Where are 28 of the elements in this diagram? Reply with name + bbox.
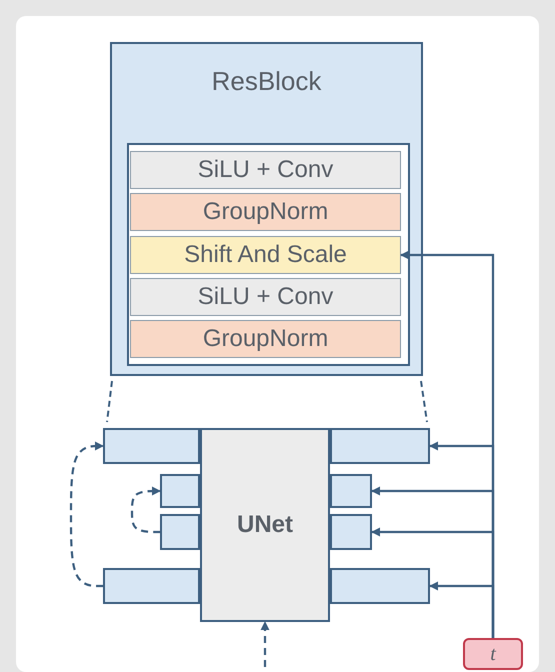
timestep-box (463, 638, 523, 670)
unet-level-bar (103, 568, 200, 604)
resblock-box (110, 42, 423, 376)
block-title: ResBlock (212, 66, 322, 97)
dashed-arrow (260, 621, 270, 667)
unet-level-bar (330, 568, 430, 604)
unet-level-bar (160, 474, 200, 508)
timestep-label: t (490, 642, 496, 666)
unet-level-bar (330, 428, 430, 464)
layer-box (130, 278, 401, 316)
unet-level-bar (160, 514, 200, 550)
layer-box (130, 236, 401, 274)
unet-box (200, 428, 330, 622)
layer-label: GroupNorm (202, 325, 328, 353)
layer-label: Shift And Scale (184, 241, 347, 269)
layer-box (130, 193, 401, 231)
dashed-arrow (130, 486, 161, 534)
layer-box (130, 320, 401, 358)
unet-level-bar (103, 428, 200, 464)
layer-label: SiLU + Conv (198, 283, 334, 311)
arrow (429, 582, 494, 638)
layer-label: UNet (236, 511, 293, 539)
dashed-arrow (70, 442, 104, 588)
unet-level-bar (330, 514, 372, 550)
layer-label: SiLU + Conv (198, 156, 334, 184)
unet-level-bar (330, 474, 372, 508)
layer-label: GroupNorm (202, 198, 328, 226)
layer-box (130, 151, 401, 189)
